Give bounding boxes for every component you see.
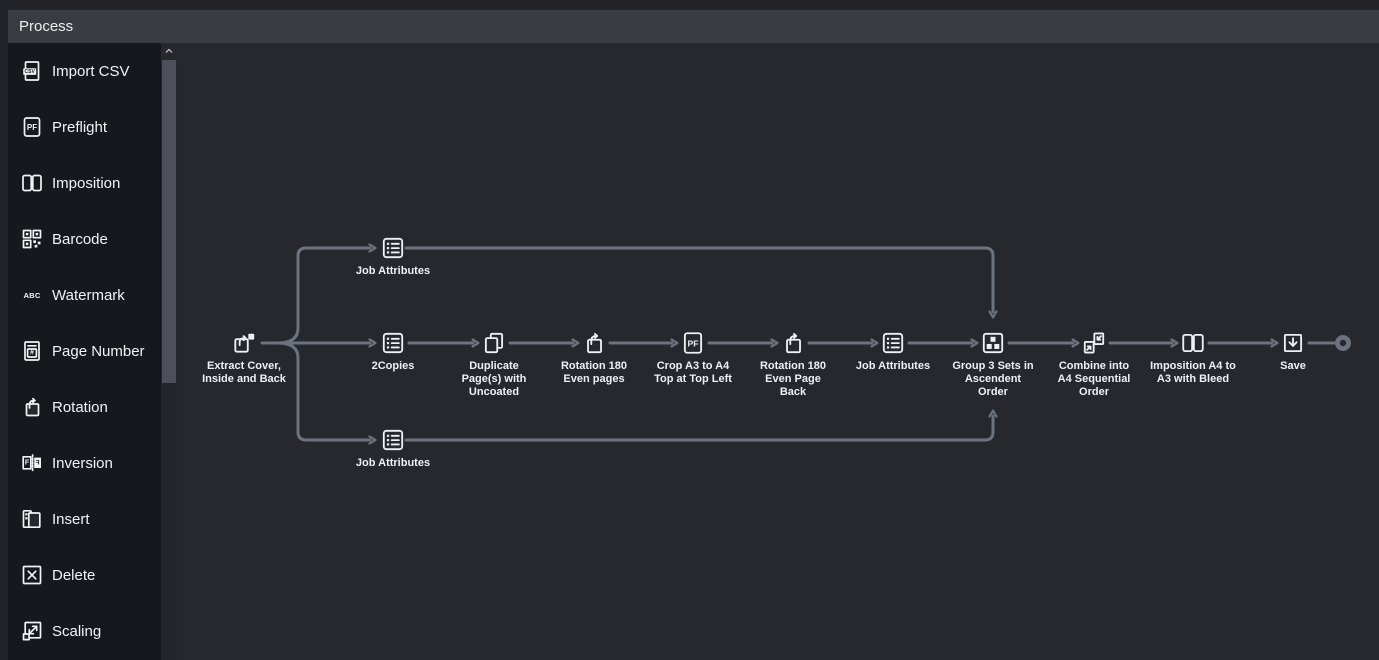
sidebar-item-delete[interactable]: Delete: [8, 547, 161, 603]
book-icon: [1180, 330, 1206, 356]
sidebar-item-label: Scaling: [52, 622, 102, 640]
combine-icon: [1081, 330, 1107, 356]
list-icon: [380, 427, 406, 453]
duplicate-icon: [481, 330, 507, 356]
sidebar-item-inversion[interactable]: Inversion: [8, 435, 161, 491]
sidebar-item-label: Barcode: [52, 230, 108, 248]
rotate-icon: [780, 330, 806, 356]
sidebar-item-page-number[interactable]: Page Number: [8, 323, 161, 379]
flow-node-label: 2Copies: [371, 360, 415, 372]
flow-node-label: Crop A3 to A4 Top at Top Left: [654, 360, 732, 385]
flow-node-label: Save: [1280, 360, 1306, 372]
sidebar-item-label: Import CSV: [52, 62, 130, 80]
flow-node-job-attributes-bottom[interactable]: Job Attributes: [328, 427, 458, 470]
flow-node-duplicate-pages[interactable]: Duplicate Page(s) with Uncoated: [429, 330, 559, 399]
rotate-icon: [20, 395, 44, 419]
flow-node-imposition-a4-a3[interactable]: Imposition A4 to A3 with Bleed: [1128, 330, 1258, 386]
group-icon: [980, 330, 1006, 356]
sidebar-scrollbar[interactable]: [161, 43, 177, 660]
flow-node-job-attributes-mid[interactable]: Job Attributes: [828, 330, 958, 373]
flow-node-label: Job Attributes: [855, 360, 931, 372]
flow-node-label: Job Attributes: [355, 457, 431, 469]
sidebar-item-preflight[interactable]: Preflight: [8, 99, 161, 155]
flow-node-two-copies[interactable]: 2Copies: [328, 330, 458, 373]
sidebar-item-label: Rotation: [52, 398, 108, 416]
flow-node-label: Imposition A4 to A3 with Bleed: [1150, 360, 1236, 385]
sidebar-item-barcode[interactable]: Barcode: [8, 211, 161, 267]
flow-node-crop-a3-to-a4[interactable]: Crop A3 to A4 Top at Top Left: [628, 330, 758, 386]
sidebar-item-label: Page Number: [52, 342, 145, 360]
inversion-icon: [20, 451, 44, 475]
flow-canvas[interactable]: [177, 43, 1379, 660]
list-icon: [880, 330, 906, 356]
extract-icon: [231, 330, 257, 356]
sidebar-item-label: Insert: [52, 510, 90, 528]
rotate-icon: [581, 330, 607, 356]
csv-file-icon: [20, 59, 44, 83]
flow-node-label: Combine into A4 Sequential Order: [1057, 360, 1131, 398]
flow-node-label: Duplicate Page(s) with Uncoated: [461, 360, 527, 398]
qr-code-icon: [20, 227, 44, 251]
flow-node-group-3-sets[interactable]: Group 3 Sets in Ascendent Order: [928, 330, 1058, 399]
flow-node-rotation-180-even[interactable]: Rotation 180 Even pages: [529, 330, 659, 386]
list-icon: [380, 235, 406, 261]
save-icon: [1280, 330, 1306, 356]
sidebar-item-scaling[interactable]: Scaling: [8, 603, 161, 659]
sidebar-item-label: Delete: [52, 566, 96, 584]
flow-node-label: Job Attributes: [355, 265, 431, 277]
scrollbar-thumb[interactable]: [162, 60, 176, 383]
list-icon: [380, 330, 406, 356]
sidebar-item-insert[interactable]: Insert: [8, 491, 161, 547]
chevron-up-icon: [165, 48, 173, 53]
sidebar-item-imposition[interactable]: Imposition: [8, 155, 161, 211]
delete-icon: [20, 563, 44, 587]
flow-node-extract-cover[interactable]: Extract Cover, Inside and Back: [179, 330, 309, 386]
sidebar-item-label: Inversion: [52, 454, 113, 472]
sidebar-item-import-csv[interactable]: Import CSV: [8, 43, 161, 99]
flow-node-rotation-180-back[interactable]: Rotation 180 Even Page Back: [728, 330, 858, 399]
abc-text-icon: [20, 283, 44, 307]
title-bar: Process: [8, 10, 1379, 43]
page-number-icon: [20, 339, 44, 363]
sidebar-item-label: Preflight: [52, 118, 108, 136]
sidebar-item-label: Watermark: [52, 286, 125, 304]
preflight-icon: [20, 115, 44, 139]
sidebar-item-rotation[interactable]: Rotation: [8, 379, 161, 435]
preflight-icon: [680, 330, 706, 356]
insert-icon: [20, 507, 44, 531]
book-icon: [20, 171, 44, 195]
sidebar-item-label: Imposition: [52, 174, 121, 192]
flow-node-job-attributes-top[interactable]: Job Attributes: [328, 235, 458, 278]
sidebar-item-watermark[interactable]: Watermark: [8, 267, 161, 323]
flow-node-label: Rotation 180 Even pages: [560, 360, 627, 385]
flow-node-save[interactable]: Save: [1228, 330, 1358, 373]
scroll-up-button[interactable]: [161, 43, 177, 59]
flow-node-label: Extract Cover, Inside and Back: [202, 360, 286, 385]
scaling-icon: [20, 619, 44, 643]
flow-node-combine-into-a4[interactable]: Combine into A4 Sequential Order: [1029, 330, 1159, 399]
flow-node-label: Group 3 Sets in Ascendent Order: [952, 360, 1034, 398]
flow-node-label: Rotation 180 Even Page Back: [759, 360, 826, 398]
page-title: Process: [19, 18, 74, 35]
